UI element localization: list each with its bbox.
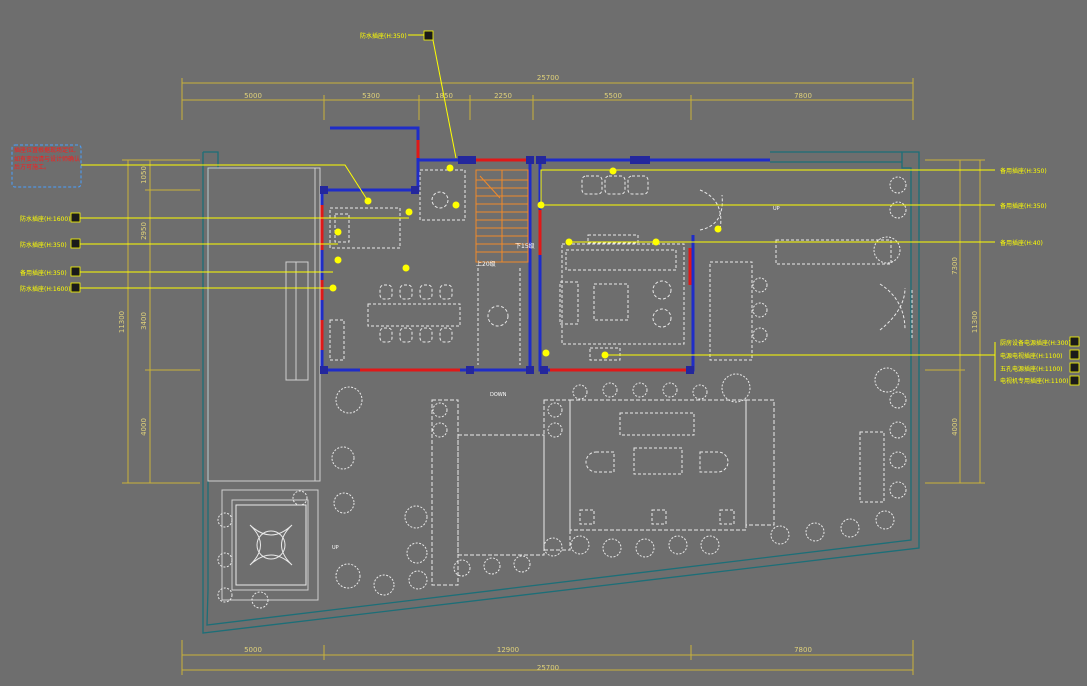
dining-table	[367, 284, 461, 343]
red-walls	[320, 140, 692, 372]
bottom-dimension-chain	[181, 640, 914, 675]
gazebo	[235, 504, 307, 586]
left-dimension-chain	[122, 159, 200, 484]
bottom-dimension-2: 12900	[497, 646, 519, 654]
socket-symbol-icon	[70, 238, 81, 249]
garden-paths	[431, 399, 775, 586]
right-dimension-chain	[925, 159, 985, 484]
right-total-dimension: 11300	[971, 311, 979, 333]
socket-symbol-icon	[1069, 362, 1080, 373]
socket-label-right-group-2: 电源电视插座(H:1100)	[1000, 352, 1063, 360]
right-dimension-1: 7300	[951, 257, 959, 275]
socket-label-right-group-3: 五孔电源插座(H:1100)	[1000, 365, 1063, 373]
annotation-leaders	[80, 34, 996, 381]
top-dimension-4: 2250	[494, 92, 512, 100]
living-room-furniture	[559, 175, 723, 361]
right-wing-fixtures	[709, 239, 913, 361]
socket-label-left-1: 防水插座(H:1600)	[20, 215, 71, 223]
socket-label-right-group-1: 厨房设备电源插座(H:300)	[1000, 339, 1071, 347]
socket-symbol-icon	[70, 212, 81, 223]
design-note: 插座位置根据现场定位, 如有变动请与设计师确认后方可施工。	[14, 147, 80, 171]
bottom-dimension-3: 7800	[794, 646, 812, 654]
up-label-gazebo: UP	[332, 545, 339, 551]
top-dimension-5: 5500	[604, 92, 622, 100]
top-dimension-2: 5300	[362, 92, 380, 100]
left-dimension-3: 3400	[140, 312, 148, 330]
stair-up-label: 上20级	[476, 260, 496, 268]
socket-symbol-icon	[423, 30, 434, 41]
socket-label-top: 防水插座(H:350)	[360, 32, 407, 40]
socket-symbol-icon	[1069, 349, 1080, 360]
left-dimension-4: 4000	[140, 418, 148, 436]
site-boundary	[202, 151, 920, 634]
entry-hall	[477, 268, 521, 365]
note-box	[11, 144, 82, 188]
top-dimension-chain	[181, 78, 914, 120]
top-dimension-1: 5000	[244, 92, 262, 100]
bottom-total-dimension: 25700	[537, 664, 559, 672]
kitchen-fixtures	[329, 169, 466, 361]
left-dimension-1: 1050	[140, 166, 148, 184]
left-dimension-2: 2950	[140, 222, 148, 240]
top-total-dimension: 25700	[537, 74, 559, 82]
up-label-right: UP	[773, 206, 780, 212]
socket-symbol-icon	[1069, 375, 1080, 386]
staircase	[475, 169, 529, 263]
socket-label-left-4: 防水插座(H:1600)	[20, 285, 71, 293]
courtyard-furniture	[579, 412, 885, 525]
socket-label-left-3: 备用插座(H:350)	[20, 269, 67, 277]
left-total-dimension: 11300	[118, 311, 126, 333]
bottom-dimension-1: 5000	[244, 646, 262, 654]
left-terrace	[207, 167, 321, 601]
socket-label-right-group-4: 电视机专用插座(H:1100)	[1000, 377, 1069, 385]
right-dimension-2: 4000	[951, 418, 959, 436]
socket-label-right-3: 备用插座(H:40)	[1000, 239, 1043, 247]
socket-symbol-icon	[70, 266, 81, 277]
down-label: DOWN	[490, 392, 507, 398]
building-walls	[320, 126, 770, 372]
socket-symbol-icon	[70, 282, 81, 293]
socket-label-right-2: 备用插座(H:350)	[1000, 202, 1047, 210]
socket-label-left-2: 防水插座(H:350)	[20, 241, 67, 249]
top-dimension-6: 7800	[794, 92, 812, 100]
wall-columns	[320, 156, 694, 374]
stair-down-label: 下15级	[515, 242, 535, 250]
socket-label-right-1: 备用插座(H:350)	[1000, 167, 1047, 175]
garden-trees	[217, 176, 907, 609]
socket-symbol-icon	[1069, 336, 1080, 347]
